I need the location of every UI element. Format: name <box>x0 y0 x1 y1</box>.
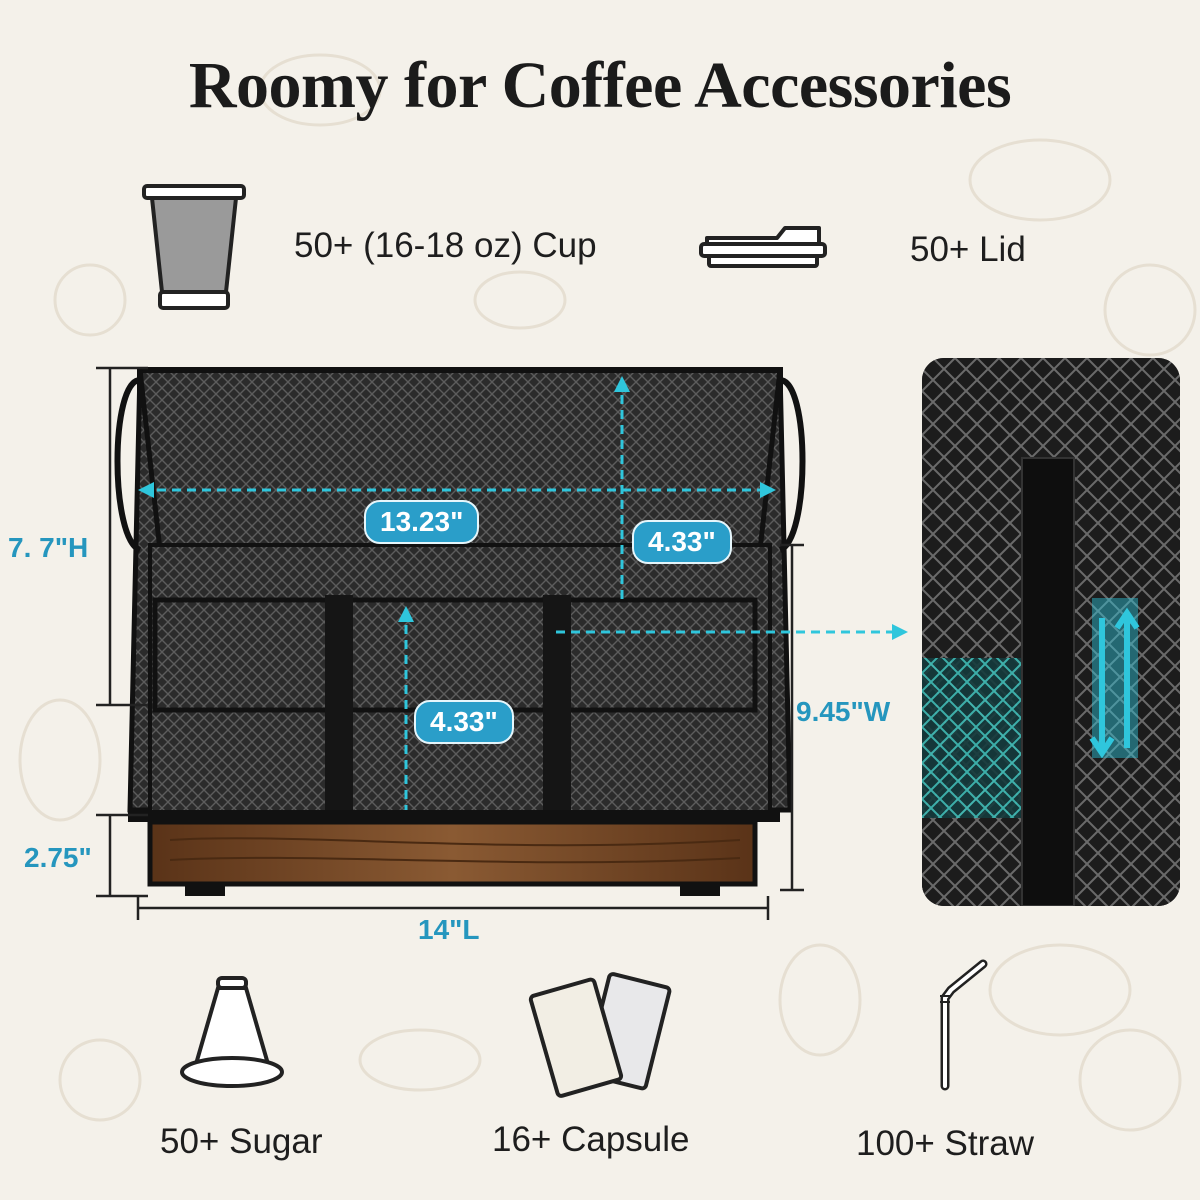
divider-depth-dimension: 4.33" <box>632 520 732 564</box>
length-dimension: 14"L <box>418 914 480 945</box>
base-height-dimension: 2.75" <box>24 842 92 873</box>
cup-icon <box>142 184 246 310</box>
capsule-capacity-label: 16+ Capsule <box>492 1120 690 1159</box>
inner-width-dimension: 13.23" <box>364 500 480 544</box>
width-dimension: 9.45"W <box>796 696 891 727</box>
height-dimension: 7. 7"H <box>8 532 89 563</box>
organizer-illustration <box>96 366 908 920</box>
capsule-packets-icon <box>528 972 672 1098</box>
lid-capacity-label: 50+ Lid <box>910 230 1026 269</box>
straw-capacity-label: 100+ Straw <box>856 1124 1035 1163</box>
straw-icon <box>940 959 988 1091</box>
lid-icon <box>699 226 827 268</box>
page-title: Roomy for Coffee Accessories <box>188 49 1012 122</box>
divider-detail-zoom <box>922 358 1180 906</box>
sugar-capacity-label: 50+ Sugar <box>160 1122 323 1161</box>
sugar-pod-icon <box>180 976 284 1088</box>
divider-height-dimension: 4.33" <box>414 700 514 744</box>
cup-capacity-label: 50+ (16-18 oz) Cup <box>294 226 597 265</box>
